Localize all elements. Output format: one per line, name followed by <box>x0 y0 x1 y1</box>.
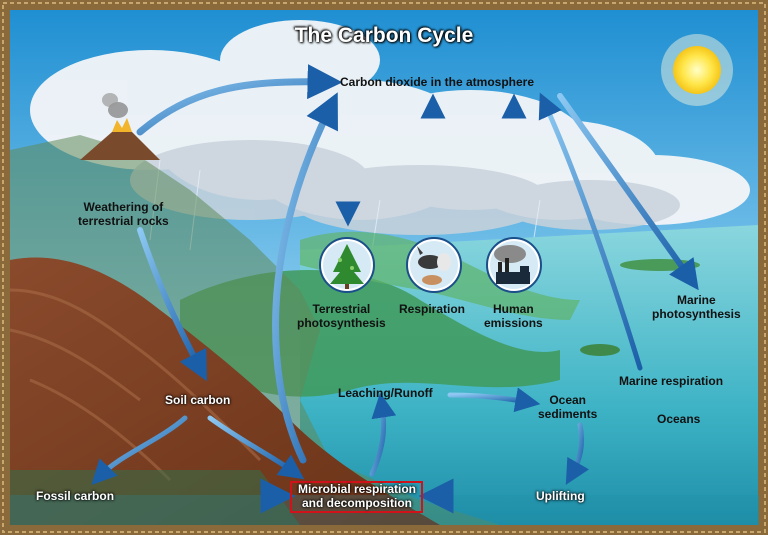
arrow-leaching-to-sediments <box>447 387 541 413</box>
human-emissions-label: Human emissions <box>484 302 543 330</box>
oceans-label: Oceans <box>657 412 701 426</box>
animals-icon <box>406 237 462 293</box>
arrow-atmosphere-to-marine <box>557 93 699 291</box>
arrow-microbial-to-leaching <box>369 392 397 477</box>
marine-photosynthesis-label: Marine photosynthesis <box>652 293 741 321</box>
terrestrial-photosynthesis-label: Terrestrial photosynthesis <box>297 302 386 330</box>
atmosphere-label: Carbon dioxide in the atmosphere <box>340 75 535 89</box>
marine-respiration-label: Marine respiration <box>619 374 724 388</box>
land-cliff <box>10 257 440 525</box>
arrow-marine-respiration-to-atmosphere <box>538 92 643 371</box>
volcano-icon <box>80 93 160 160</box>
sun-icon <box>661 34 733 106</box>
microbial-highlight-box <box>290 481 423 513</box>
leaching-runoff-label: Leaching/Runoff <box>338 386 433 400</box>
arrow-volcano-to-atmosphere <box>136 64 343 136</box>
arrow-microbial-to-atmosphere <box>272 92 338 464</box>
ocean-sediments-label: Ocean sediments <box>538 393 598 421</box>
soil-carbon-label: Soil carbon <box>165 393 231 407</box>
page-title: The Carbon Cycle <box>294 24 474 47</box>
factory-icon <box>486 237 542 293</box>
arrow-sediments-to-uplifting <box>565 422 590 485</box>
arrow-soil-to-fossil <box>91 415 188 486</box>
microbial-respiration-label: Microbial respiration and decomposition <box>297 482 417 510</box>
fossil-carbon-label: Fossil carbon <box>36 489 115 503</box>
arrow-weathering-to-soil <box>137 227 207 382</box>
arrow-soil-to-microbial <box>207 415 305 480</box>
tree-icon <box>319 237 375 293</box>
weathering-label: Weathering of terrestrial rocks <box>78 200 169 228</box>
uplifting-label: Uplifting <box>536 489 585 503</box>
respiration-label: Respiration <box>399 302 466 316</box>
